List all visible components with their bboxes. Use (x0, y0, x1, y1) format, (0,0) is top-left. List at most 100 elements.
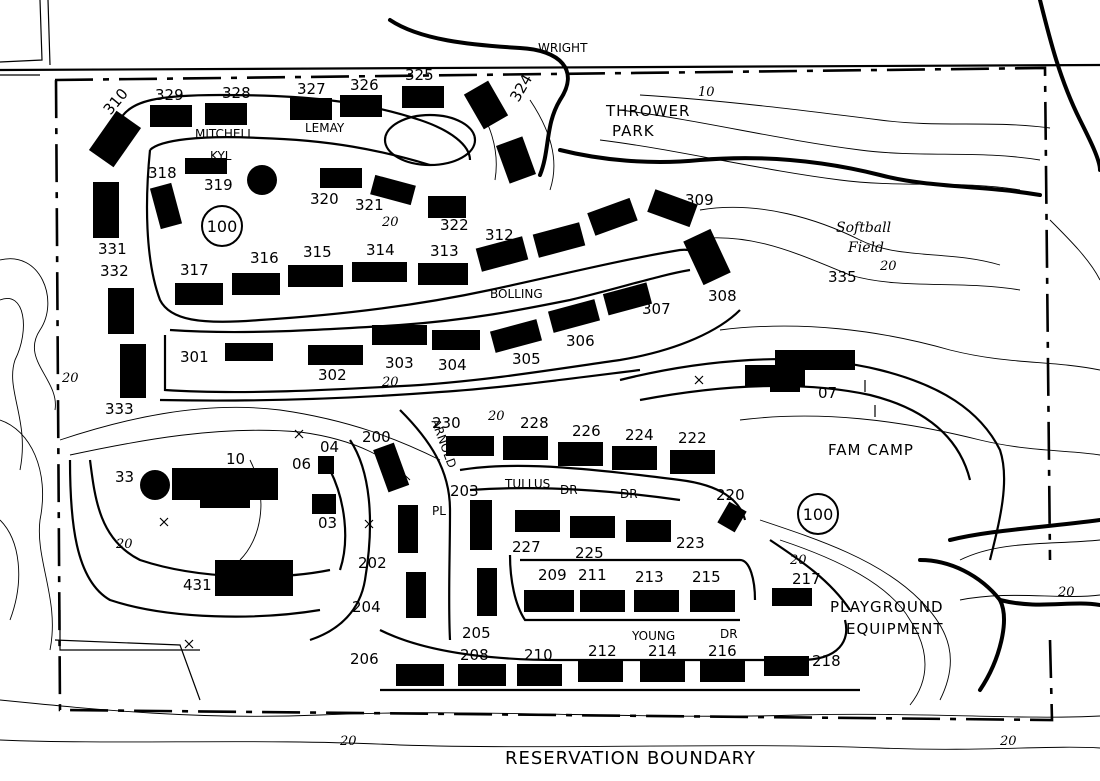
building (602, 282, 653, 316)
building (683, 228, 731, 286)
building (489, 319, 543, 353)
building (496, 136, 536, 184)
building (318, 456, 334, 474)
building (288, 265, 343, 287)
street-label: LEMAY (305, 121, 345, 135)
building-number: 225 (575, 544, 604, 562)
street-label: WRIGHT (538, 41, 588, 55)
street-labels: MITCHELL LEMAY KYL BOLLING TULLUS DR DR … (195, 41, 738, 643)
building (463, 80, 509, 130)
building (524, 590, 574, 612)
street-label: YOUNG (631, 629, 675, 643)
building-number: 316 (250, 249, 279, 267)
building (670, 450, 715, 474)
building-number: 313 (430, 242, 459, 260)
building (532, 222, 586, 258)
contour-value: 20 (381, 215, 399, 230)
building (700, 660, 745, 682)
building-number: 226 (572, 422, 601, 440)
building-number: 215 (692, 568, 721, 586)
building-number: 329 (155, 86, 184, 104)
building-number: 307 (642, 300, 671, 318)
building-number: 209 (538, 566, 567, 584)
building (515, 510, 560, 532)
building (764, 656, 809, 676)
building (626, 520, 671, 542)
building-number: 216 (708, 642, 737, 660)
building (578, 660, 623, 682)
building (547, 299, 601, 333)
building-number: 200 (362, 428, 391, 446)
building (580, 590, 625, 612)
building (398, 505, 418, 553)
building (558, 442, 603, 466)
building (200, 498, 250, 508)
softball-field-label: Field (847, 240, 884, 256)
contour-value: 20 (879, 259, 897, 274)
building (690, 590, 735, 612)
building-number: 301 (180, 348, 209, 366)
building (150, 105, 192, 127)
building (247, 165, 277, 195)
building (432, 330, 480, 350)
building (372, 325, 427, 345)
building-labels: 310 329 328 327 326 325 324 318 319 320 … (98, 66, 857, 670)
building (320, 168, 362, 188)
contour-value: 20 (381, 375, 399, 390)
contour-value: 10 (698, 85, 715, 100)
building-number: 06 (292, 455, 311, 473)
building-number: 223 (676, 534, 705, 552)
building-number: 305 (512, 350, 541, 368)
building (290, 98, 332, 120)
building-number: 325 (405, 66, 434, 84)
building (772, 588, 812, 606)
building (470, 500, 492, 550)
building (172, 468, 278, 500)
building (517, 664, 562, 686)
building-number: 333 (105, 400, 134, 418)
building (140, 470, 170, 500)
thrower-park-label: THROWER (605, 102, 690, 120)
building (149, 182, 183, 230)
buildings (88, 80, 855, 686)
street-label: BOLLING (490, 287, 543, 301)
building (205, 103, 247, 125)
reservation-boundary-line (54, 66, 1054, 722)
building-number: 332 (100, 262, 129, 280)
building (352, 262, 407, 282)
survey-marks (159, 375, 876, 649)
building (612, 446, 657, 470)
building-number: 03 (318, 514, 337, 532)
building (93, 182, 119, 238)
building-number: 327 (297, 80, 326, 98)
street-label: DR (560, 483, 578, 497)
building-number: 224 (625, 426, 654, 444)
building-number: 328 (222, 84, 251, 102)
building (402, 86, 444, 108)
thrower-park-label: PARK (612, 122, 655, 140)
building (458, 664, 506, 686)
building-number: 211 (578, 566, 607, 584)
contour-value: 20 (1057, 585, 1075, 600)
building (312, 494, 336, 514)
building (770, 380, 800, 392)
building (373, 442, 410, 493)
building-number: 319 (204, 176, 233, 194)
building-number: 228 (520, 414, 549, 432)
building-number: 213 (635, 568, 664, 586)
building-number: 302 (318, 366, 347, 384)
building (570, 516, 615, 538)
building-number: 208 (460, 646, 489, 664)
contour-value: 20 (339, 734, 357, 749)
building (340, 95, 382, 117)
building-number: 309 (685, 191, 714, 209)
building (225, 343, 273, 361)
building-number: 04 (320, 438, 339, 456)
route-marker-label: 100 (207, 217, 238, 236)
building-number: 203 (450, 482, 479, 500)
fam-camp-label: FAM CAMP (828, 441, 914, 459)
building (120, 344, 146, 398)
building-number: 322 (440, 216, 469, 234)
building (88, 110, 142, 168)
